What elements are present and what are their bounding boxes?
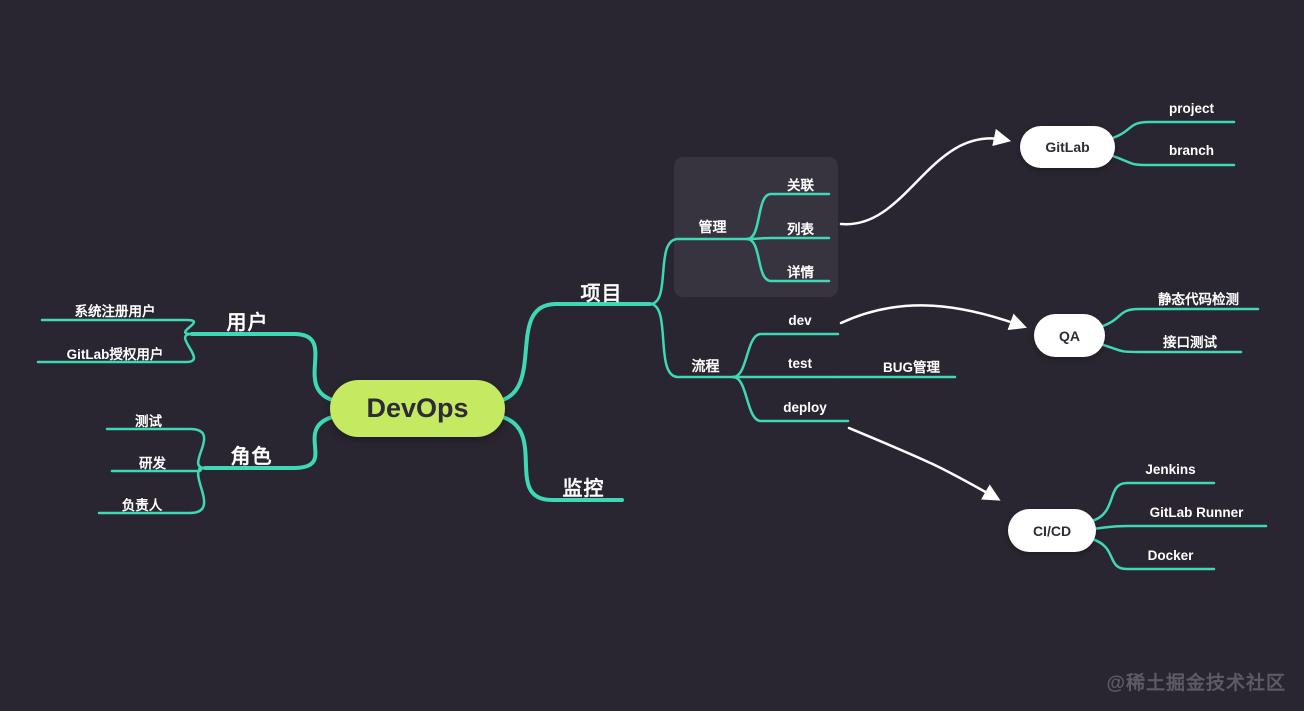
node-flow-test[interactable]: test — [787, 356, 812, 371]
node-qa[interactable]: QA — [1034, 314, 1105, 357]
node-role-owner[interactable]: 负责人 — [121, 498, 163, 513]
node-cicd-runner[interactable]: GitLab Runner — [1149, 505, 1244, 520]
arrow-manage-to-gitlab — [839, 128, 1012, 226]
branch-root-roles — [203, 414, 338, 470]
branch-manage-list — [745, 236, 831, 241]
node-roles[interactable]: 角色 — [230, 446, 273, 468]
branch-root-users — [190, 332, 338, 403]
node-gitlab-project[interactable]: project — [1168, 101, 1214, 116]
node-manage-list[interactable]: 列表 — [787, 222, 814, 237]
branch-roles-owner — [97, 466, 207, 515]
node-manage-assoc[interactable]: 关联 — [787, 178, 814, 193]
node-gitlab-authorized-user[interactable]: GitLab授权用户 — [66, 347, 164, 362]
branch-users-system — [40, 318, 195, 336]
branch-cicd-runner — [1090, 524, 1268, 531]
node-manage-detail[interactable]: 详情 — [787, 265, 814, 280]
arrow-deploy-to-cicd — [847, 426, 1001, 501]
branch-project-manage — [648, 237, 749, 306]
watermark: @稀土掘金技术社区 — [1106, 673, 1286, 694]
node-users[interactable]: 用户 — [226, 312, 269, 334]
branch-flow-deploy — [731, 375, 850, 423]
branch-gitlab-branch — [1108, 153, 1236, 167]
branch-gitlab-project — [1108, 120, 1236, 141]
relation-arrows — [839, 128, 1027, 501]
branch-flow-dev — [731, 332, 840, 379]
node-gitlab-branch[interactable]: branch — [1168, 143, 1214, 158]
root-node-devops[interactable]: DevOps — [330, 380, 505, 437]
node-qa-api-test[interactable]: 接口测试 — [1163, 335, 1217, 350]
node-manage[interactable]: 管理 — [698, 219, 727, 235]
branch-manage-detail — [745, 237, 831, 283]
arrow-dev-to-qa — [839, 304, 1027, 331]
branch-qa-static — [1098, 307, 1260, 329]
node-role-test[interactable]: 测试 — [135, 414, 162, 429]
node-gitlab[interactable]: GitLab — [1020, 126, 1115, 168]
branch-qa-api — [1098, 342, 1243, 354]
branch-cicd-jenkins — [1090, 481, 1216, 523]
node-bug-manage[interactable]: BUG管理 — [883, 360, 940, 375]
branch-roles-test — [105, 427, 207, 470]
node-project[interactable]: 项目 — [580, 283, 623, 305]
node-qa-static-check[interactable]: 静态代码检测 — [1158, 292, 1239, 307]
node-cicd-jenkins[interactable]: Jenkins — [1145, 462, 1196, 477]
node-flow[interactable]: 流程 — [691, 358, 720, 374]
node-monitor[interactable]: 监控 — [562, 478, 605, 500]
branch-users-gitlab — [36, 332, 195, 364]
node-role-dev[interactable]: 研发 — [139, 456, 166, 471]
node-flow-dev[interactable]: dev — [788, 313, 812, 328]
node-system-registered-user[interactable]: 系统注册用户 — [74, 304, 156, 319]
branch-cicd-docker — [1090, 537, 1216, 571]
node-cicd-docker[interactable]: Docker — [1147, 548, 1194, 563]
branch-root-project — [497, 302, 652, 403]
branch-root-monitor — [497, 414, 624, 502]
branch-project-flow — [648, 302, 735, 379]
branch-lines — [36, 120, 1268, 571]
branch-manage-assoc — [745, 192, 831, 241]
node-cicd[interactable]: CI/CD — [1008, 509, 1096, 552]
node-flow-deploy[interactable]: deploy — [783, 400, 827, 415]
